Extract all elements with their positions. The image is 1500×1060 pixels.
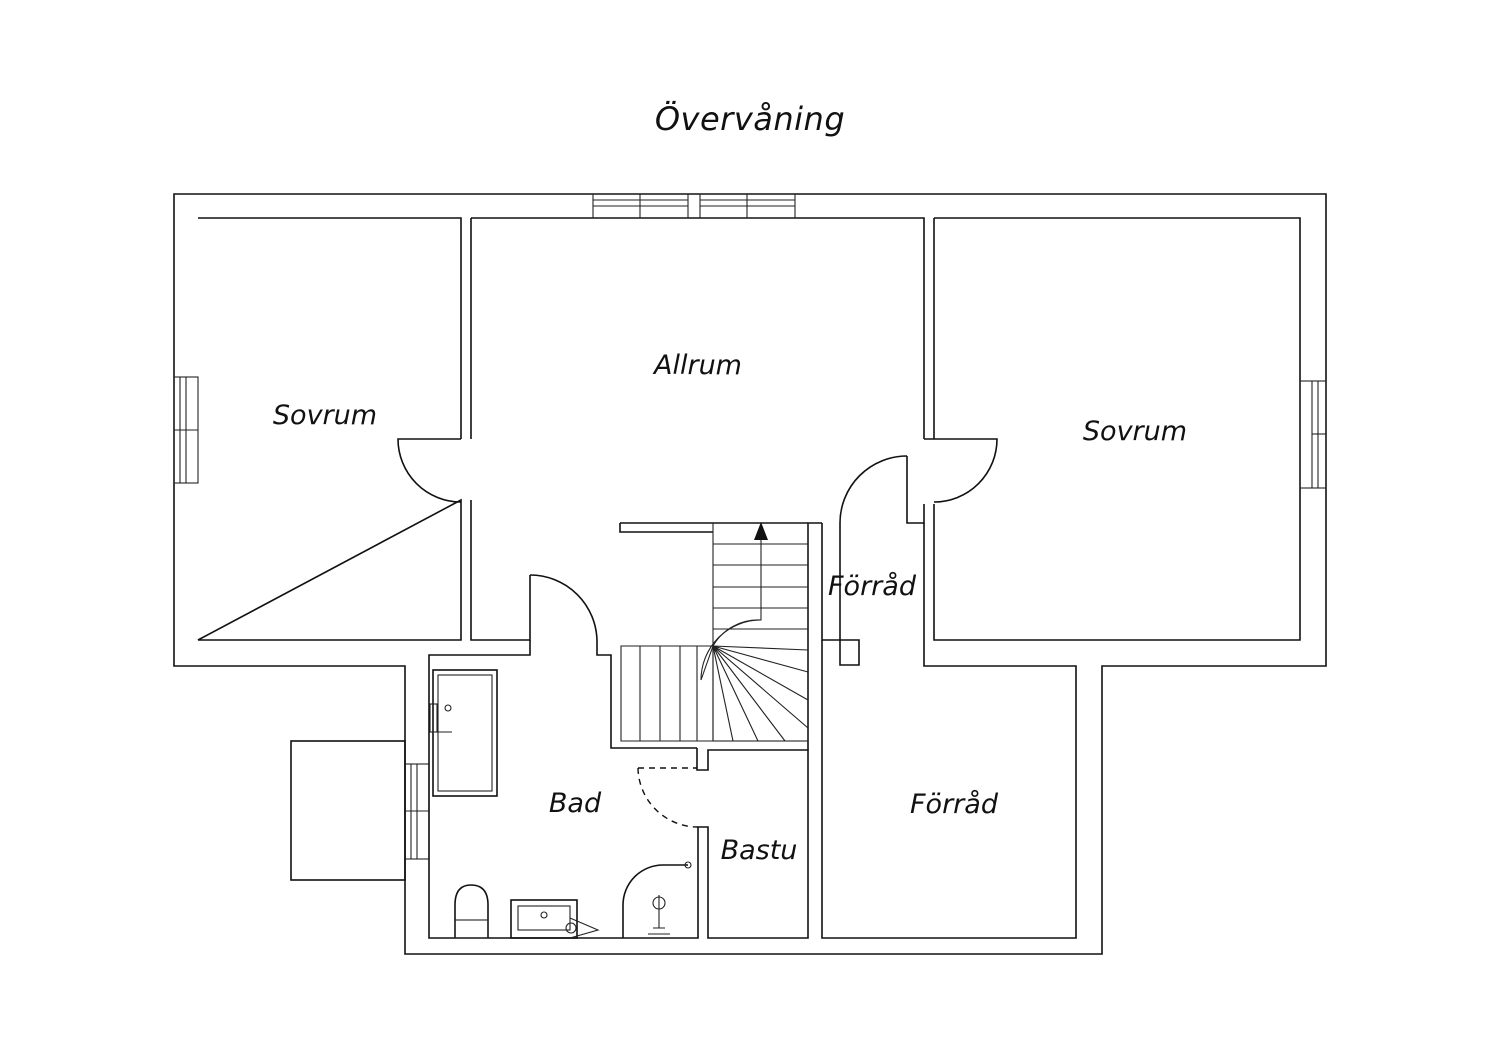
room-label-forrad-small: Förråd (828, 571, 917, 602)
shower-icon (622, 861, 692, 938)
room-label-forrad-large: Förråd (910, 789, 999, 820)
floor-title: Övervåning (654, 100, 846, 138)
room-label-bastu: Bastu (721, 835, 798, 866)
bathtub-icon (432, 669, 498, 797)
room-label-allrum: Allrum (652, 350, 742, 381)
balcony (290, 740, 406, 881)
room-label-bad: Bad (549, 788, 602, 819)
stair-arrow-icon (754, 522, 768, 540)
bath-fixtures (429, 669, 692, 939)
sink-icon (510, 899, 578, 939)
staircase (620, 522, 809, 742)
room-label-sovrum-right: Sovrum (1083, 416, 1187, 447)
toilet-icon (454, 884, 489, 938)
windows (173, 193, 1327, 860)
room-label-sovrum-left: Sovrum (273, 400, 377, 431)
doors (397, 438, 998, 828)
